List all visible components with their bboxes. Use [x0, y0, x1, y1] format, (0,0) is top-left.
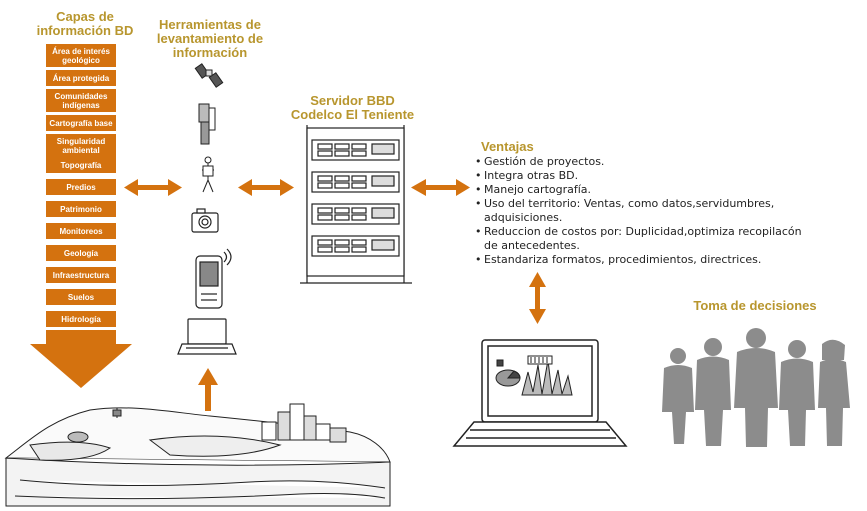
- arrow-layers-tools: [124, 179, 182, 196]
- layer-item: Monitoreos: [46, 223, 116, 239]
- layer-item: Predios: [46, 179, 116, 195]
- advantages-list: Gestión de proyectos. Integra otras BD. …: [475, 155, 805, 267]
- business-people-illustration: [662, 328, 850, 447]
- layer-item: Topografía: [46, 157, 116, 173]
- layer-item: Hidrología: [46, 311, 116, 327]
- gps-station-icon: [198, 103, 216, 145]
- advantage-item: Uso del territorio: Ventas, como datos,s…: [475, 197, 805, 225]
- layer-item: Cartografía base: [46, 115, 116, 131]
- arrow-tools-server: [238, 179, 294, 196]
- laptop-icon: [177, 318, 237, 355]
- arrow-advantages-laptop: [529, 272, 546, 324]
- advantage-item: Integra otras BD.: [475, 169, 805, 183]
- mobile-gps-icon: [195, 248, 232, 309]
- arrow-terrain-tools: [198, 368, 218, 411]
- camera-icon: [191, 208, 219, 233]
- arrow-server-advantages: [411, 179, 470, 196]
- advantages-title: Ventajas: [481, 139, 534, 154]
- layer-item: Infraestructura: [46, 267, 116, 283]
- mini-chart-icon: [495, 355, 573, 396]
- layer-item: Suelos: [46, 289, 116, 305]
- server-title: Servidor BBD Codelco El Teniente: [290, 93, 415, 122]
- advantage-item: Estandariza formatos, procedimientos, di…: [475, 253, 805, 267]
- satellite-icon: [194, 63, 224, 88]
- advantage-item: Gestión de proyectos.: [475, 155, 805, 169]
- layer-item: Singularidad ambiental: [46, 134, 116, 157]
- terrain-illustration: [4, 403, 391, 507]
- surveyor-icon: [202, 156, 214, 193]
- layer-item: Patrimonio: [46, 201, 116, 217]
- analysis-laptop-icon: [452, 339, 628, 447]
- advantage-item: Manejo cartografía.: [475, 183, 805, 197]
- layer-item: Comunidades indígenas: [46, 89, 116, 112]
- layer-item: Área de interés geológico: [46, 44, 116, 67]
- layers-title: Capas de información BD: [36, 9, 134, 38]
- tools-title: Herramientas de levantamiento de informa…: [156, 17, 264, 60]
- layer-item: Área protegida: [46, 70, 116, 86]
- layer-item: Geología: [46, 245, 116, 261]
- decisions-title: Toma de decisiones: [693, 298, 817, 313]
- server-rack-icon: [300, 125, 412, 284]
- advantage-item: Reduccion de costos por: Duplicidad,opti…: [475, 225, 805, 253]
- big-down-arrow: [30, 330, 132, 388]
